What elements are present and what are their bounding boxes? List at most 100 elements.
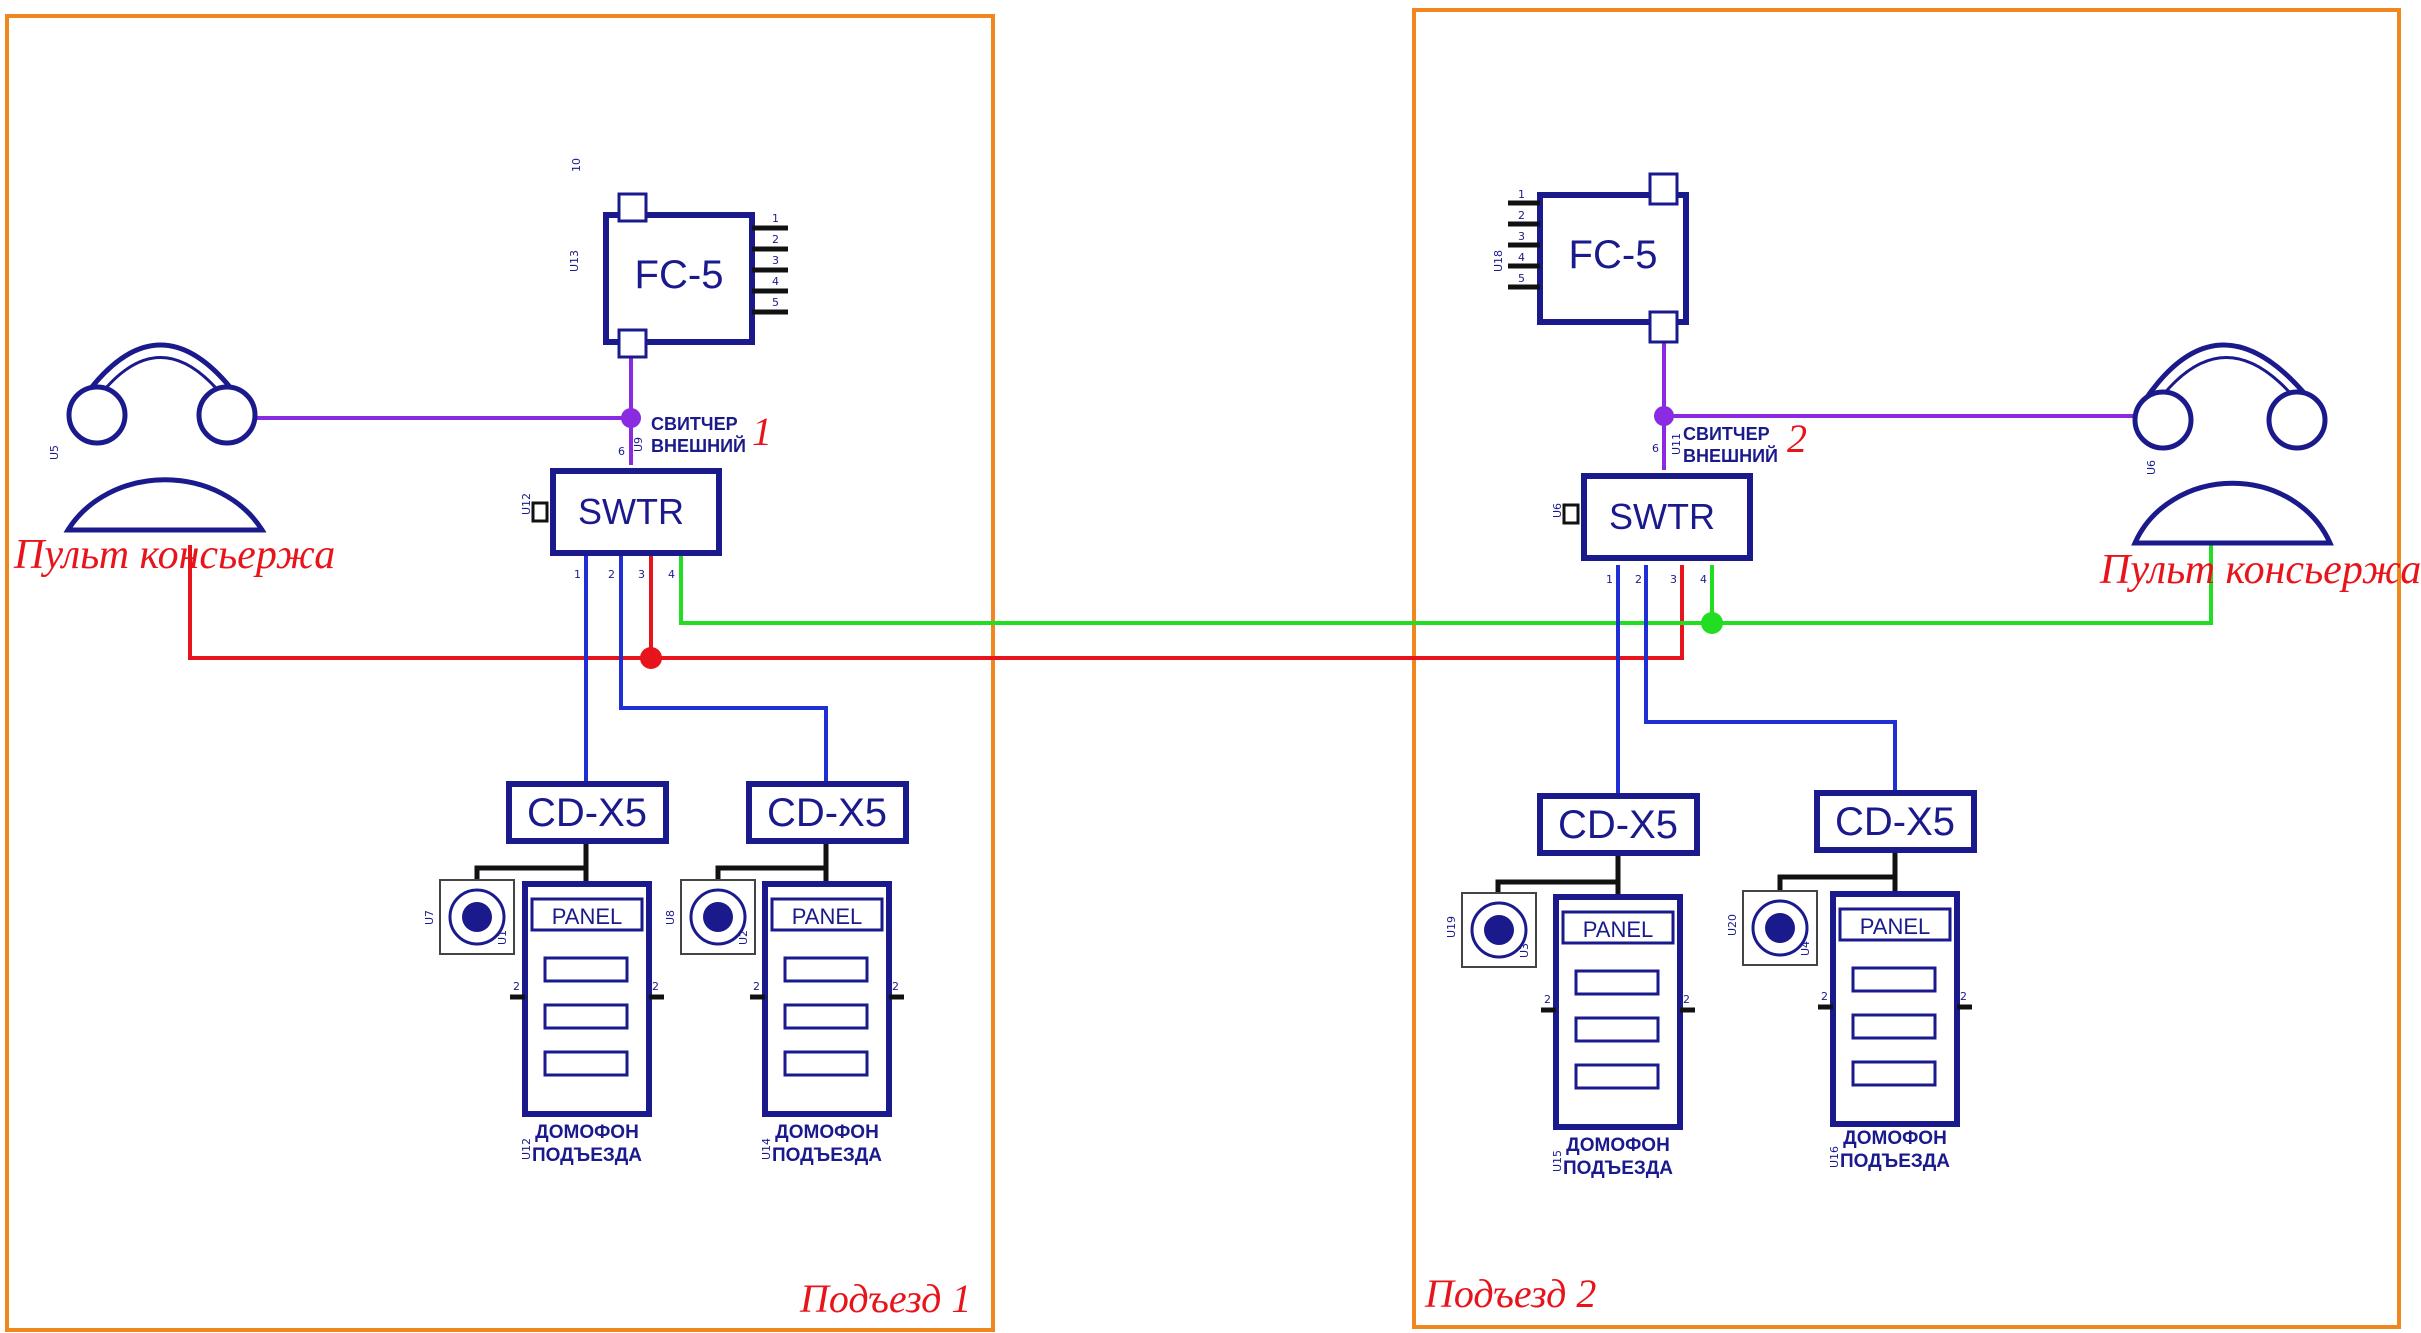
swtr-ref-1: U9 [632,437,645,452]
fc5-pin-1-1: 1 [772,212,779,225]
fc5-topref-1: 10 [570,158,583,172]
panel-pin-1b-r: 2 [892,980,899,993]
panel-pin-2a-l: 2 [1544,993,1551,1006]
fc5-pin-2-2: 2 [1518,209,1525,222]
panel-ref-1a: U12 [520,1138,533,1160]
swtr-sideref-2: U6 [1551,503,1564,518]
room-frame-1 [5,14,995,1332]
fc5-pins-2: 1 2 3 4 5 [1508,188,1540,290]
fc5-ref-2: U18 [1492,250,1505,272]
panel-pin-2b-r: 2 [1960,990,1967,1003]
door-panel-2a: PANEL 2 2 U15 [1541,894,1695,1172]
junction-purple-2 [1654,406,1674,426]
swtr-pin-2-1: 1 [1606,573,1613,586]
swtr-module-1: SWTR U12 U9 6 1 2 3 4 [520,437,722,581]
camera-ref-2b: U20 [1726,914,1739,936]
fc5-pin-2-5: 5 [1518,272,1525,285]
wire-blue-2b [1644,565,1897,797]
panel-caption-1b-l2: ПОДЪЕЗДА [772,1145,882,1166]
wire-red-common [188,545,1684,660]
panel-caption-2b-l2: ПОДЪЕЗДА [1840,1151,1950,1172]
junction-purple-1 [621,408,641,428]
fc5-module-1: FC-5 U13 10 1 2 3 4 5 [568,158,788,359]
swtr-label-1: SWTR [578,491,684,532]
swtr-pin6-2: 6 [1652,442,1659,455]
camera-2b: U20 U4 [1726,890,1818,966]
fc5-ref-1: U13 [568,250,581,272]
camera-1a: U7 U1 [423,879,515,955]
camera-inner-2a: U3 [1518,943,1531,958]
panel-ref-1b: U14 [760,1138,773,1160]
swtr-ref-2: U11 [1670,433,1683,455]
swtr-pin-2-2: 2 [1635,573,1642,586]
panel-caption-1a-l1: ДОМОФОН [535,1122,639,1143]
cdx5-2a: CD-X5 [1537,793,1700,856]
concierge-handset-1: U5 [48,342,267,533]
camera-ref-2a: U19 [1445,916,1458,938]
junction-red [640,647,662,669]
swtr-number-2: 2 [1787,416,1807,461]
camera-ref-1b: U8 [664,910,677,925]
swtr-pin6-1: 6 [618,445,625,458]
swtr-number-1: 1 [752,409,772,454]
swtr-pin-1-2: 2 [608,568,615,581]
panel-pin-2a-r: 2 [1683,993,1690,1006]
room-label-1: Подъезд 1 [799,1276,971,1321]
panel-caption-2a-l2: ПОДЪЕЗДА [1563,1158,1673,1179]
swtr-pin-1-3: 3 [638,568,645,581]
door-panel-2b: PANEL 2 2 U16 [1818,891,1972,1168]
panel-pin-1a-l: 2 [513,980,520,993]
panel-ref-2b: U16 [1828,1146,1841,1168]
concierge-handset-2: U6 [2131,342,2334,546]
swtr-sideref-1: U12 [520,493,533,515]
swtr-module-2: SWTR U6 U11 6 1 2 3 4 [1551,433,1753,586]
door-panel-1b: PANEL 2 2 U14 [750,881,904,1160]
swtr-caption-1a: СВИТЧЕР [651,414,738,434]
concierge-label-2: Пульт консьержа [2099,547,2421,593]
room-frame-2 [1412,8,2401,1329]
panel-caption-1a-l2: ПОДЪЕЗДА [532,1145,642,1166]
concierge-label-1: Пульт консьержа [13,532,335,578]
fc5-label-2: FC-5 [1569,233,1658,277]
concierge-ref-1: U5 [48,445,61,460]
swtr-pin-1-4: 4 [668,568,675,581]
cdx5-1b: CD-X5 [746,781,909,844]
cdx5-label-1a: CD-X5 [527,791,647,835]
panel-caption-2a-l1: ДОМОФОН [1566,1135,1670,1156]
panel-caption-2b-l1: ДОМОФОН [1843,1128,1947,1149]
swtr-caption-2a: СВИТЧЕР [1683,424,1770,444]
fc5-pin-2-4: 4 [1518,251,1525,264]
swtr-pin-1-1: 1 [574,568,581,581]
swtr-caption-2b: ВНЕШНИЙ [1683,445,1778,466]
panel-pin-1a-r: 2 [652,980,659,993]
cdx5-1a: CD-X5 [506,781,669,844]
panel-label-1a: PANEL [552,904,623,929]
swtr-pin-2-4: 4 [1700,573,1707,586]
swtr-caption-1b: ВНЕШНИЙ [651,435,746,456]
fc5-pin-1-2: 2 [772,233,779,246]
camera-1b: U8 U2 [664,879,756,955]
cdx5-label-2a: CD-X5 [1558,803,1678,847]
fc5-module-2: FC-5 U18 1 2 3 4 5 [1492,172,1689,344]
camera-ref-1a: U7 [423,910,436,925]
camera-2a: U19 U3 [1445,892,1537,968]
door-panel-1a: PANEL 2 2 U12 [510,881,664,1160]
fc5-pin-2-1: 1 [1518,188,1525,201]
room-label-2: Подъезд 2 [1424,1271,1596,1316]
panel-ref-2a: U15 [1551,1150,1564,1172]
panel-caption-1b-l1: ДОМОФОН [775,1122,879,1143]
swtr-pin-2-3: 3 [1670,573,1677,586]
panel-label-1b: PANEL [792,904,863,929]
panel-pin-1b-l: 2 [753,980,760,993]
junction-green [1701,612,1723,634]
wire-blue-1b [619,555,828,785]
camera-inner-2b: U4 [1799,941,1812,956]
fc5-pin-2-3: 3 [1518,230,1525,243]
fc5-pin-1-5: 5 [772,296,779,309]
panel-label-2b: PANEL [1860,914,1931,939]
camera-inner-1b: U2 [737,930,750,945]
fc5-pins-1: 1 2 3 4 5 [752,212,788,315]
fc5-pin-1-3: 3 [772,254,779,267]
cdx5-2b: CD-X5 [1814,790,1977,853]
